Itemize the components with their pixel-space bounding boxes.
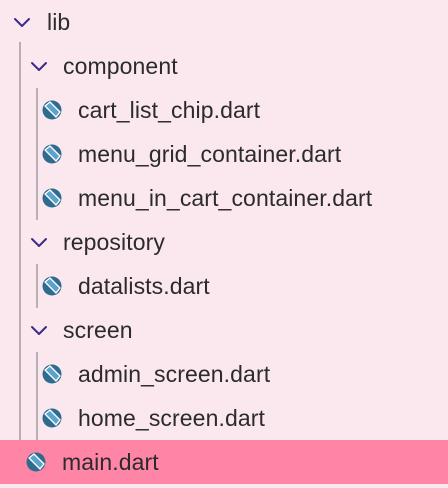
tree-folder-component[interactable]: component: [0, 44, 448, 88]
tree-file-home-screen[interactable]: home_screen.dart: [0, 396, 448, 440]
tree-folder-repository[interactable]: repository: [0, 220, 448, 264]
tree-item-label: datalists.dart: [78, 273, 210, 299]
tree-item-label: repository: [63, 229, 165, 255]
tree-item-label: home_screen.dart: [78, 405, 265, 431]
dart-file-icon: [42, 364, 62, 384]
tree-file-menu-grid-container[interactable]: menu_grid_container.dart: [0, 132, 448, 176]
tree-item-label: lib: [47, 9, 71, 35]
chevron-down-icon[interactable]: [12, 12, 32, 32]
tree-file-datalists[interactable]: datalists.dart: [0, 264, 448, 308]
tree-file-admin-screen[interactable]: admin_screen.dart: [0, 352, 448, 396]
tree-item-label: cart_list_chip.dart: [78, 97, 261, 123]
chevron-down-icon[interactable]: [29, 232, 49, 252]
indent-guide-component: [36, 88, 38, 220]
indent-guide-screen: [36, 352, 38, 440]
tree-item-label: menu_grid_container.dart: [78, 141, 342, 167]
tree-folder-lib[interactable]: lib: [0, 0, 448, 44]
dart-file-icon: [26, 452, 46, 472]
dart-file-icon: [42, 144, 62, 164]
tree-file-main[interactable]: main.dart: [0, 440, 448, 484]
tree-item-label: main.dart: [62, 449, 159, 475]
tree-item-label: screen: [63, 317, 133, 343]
tree-file-menu-in-cart-container[interactable]: menu_in_cart_container.dart: [0, 176, 448, 220]
tree-file-cart-list-chip[interactable]: cart_list_chip.dart: [0, 88, 448, 132]
chevron-down-icon[interactable]: [29, 56, 49, 76]
tree-item-label: component: [63, 53, 178, 79]
tree-item-label: menu_in_cart_container.dart: [78, 185, 373, 211]
chevron-down-icon[interactable]: [29, 320, 49, 340]
dart-file-icon: [42, 100, 62, 120]
tree-item-label: admin_screen.dart: [78, 361, 271, 387]
dart-file-icon: [42, 188, 62, 208]
tree-folder-screen[interactable]: screen: [0, 308, 448, 352]
dart-file-icon: [42, 408, 62, 428]
indent-guide-repository: [36, 264, 38, 308]
dart-file-icon: [42, 276, 62, 296]
indent-guide-lib: [19, 42, 21, 442]
